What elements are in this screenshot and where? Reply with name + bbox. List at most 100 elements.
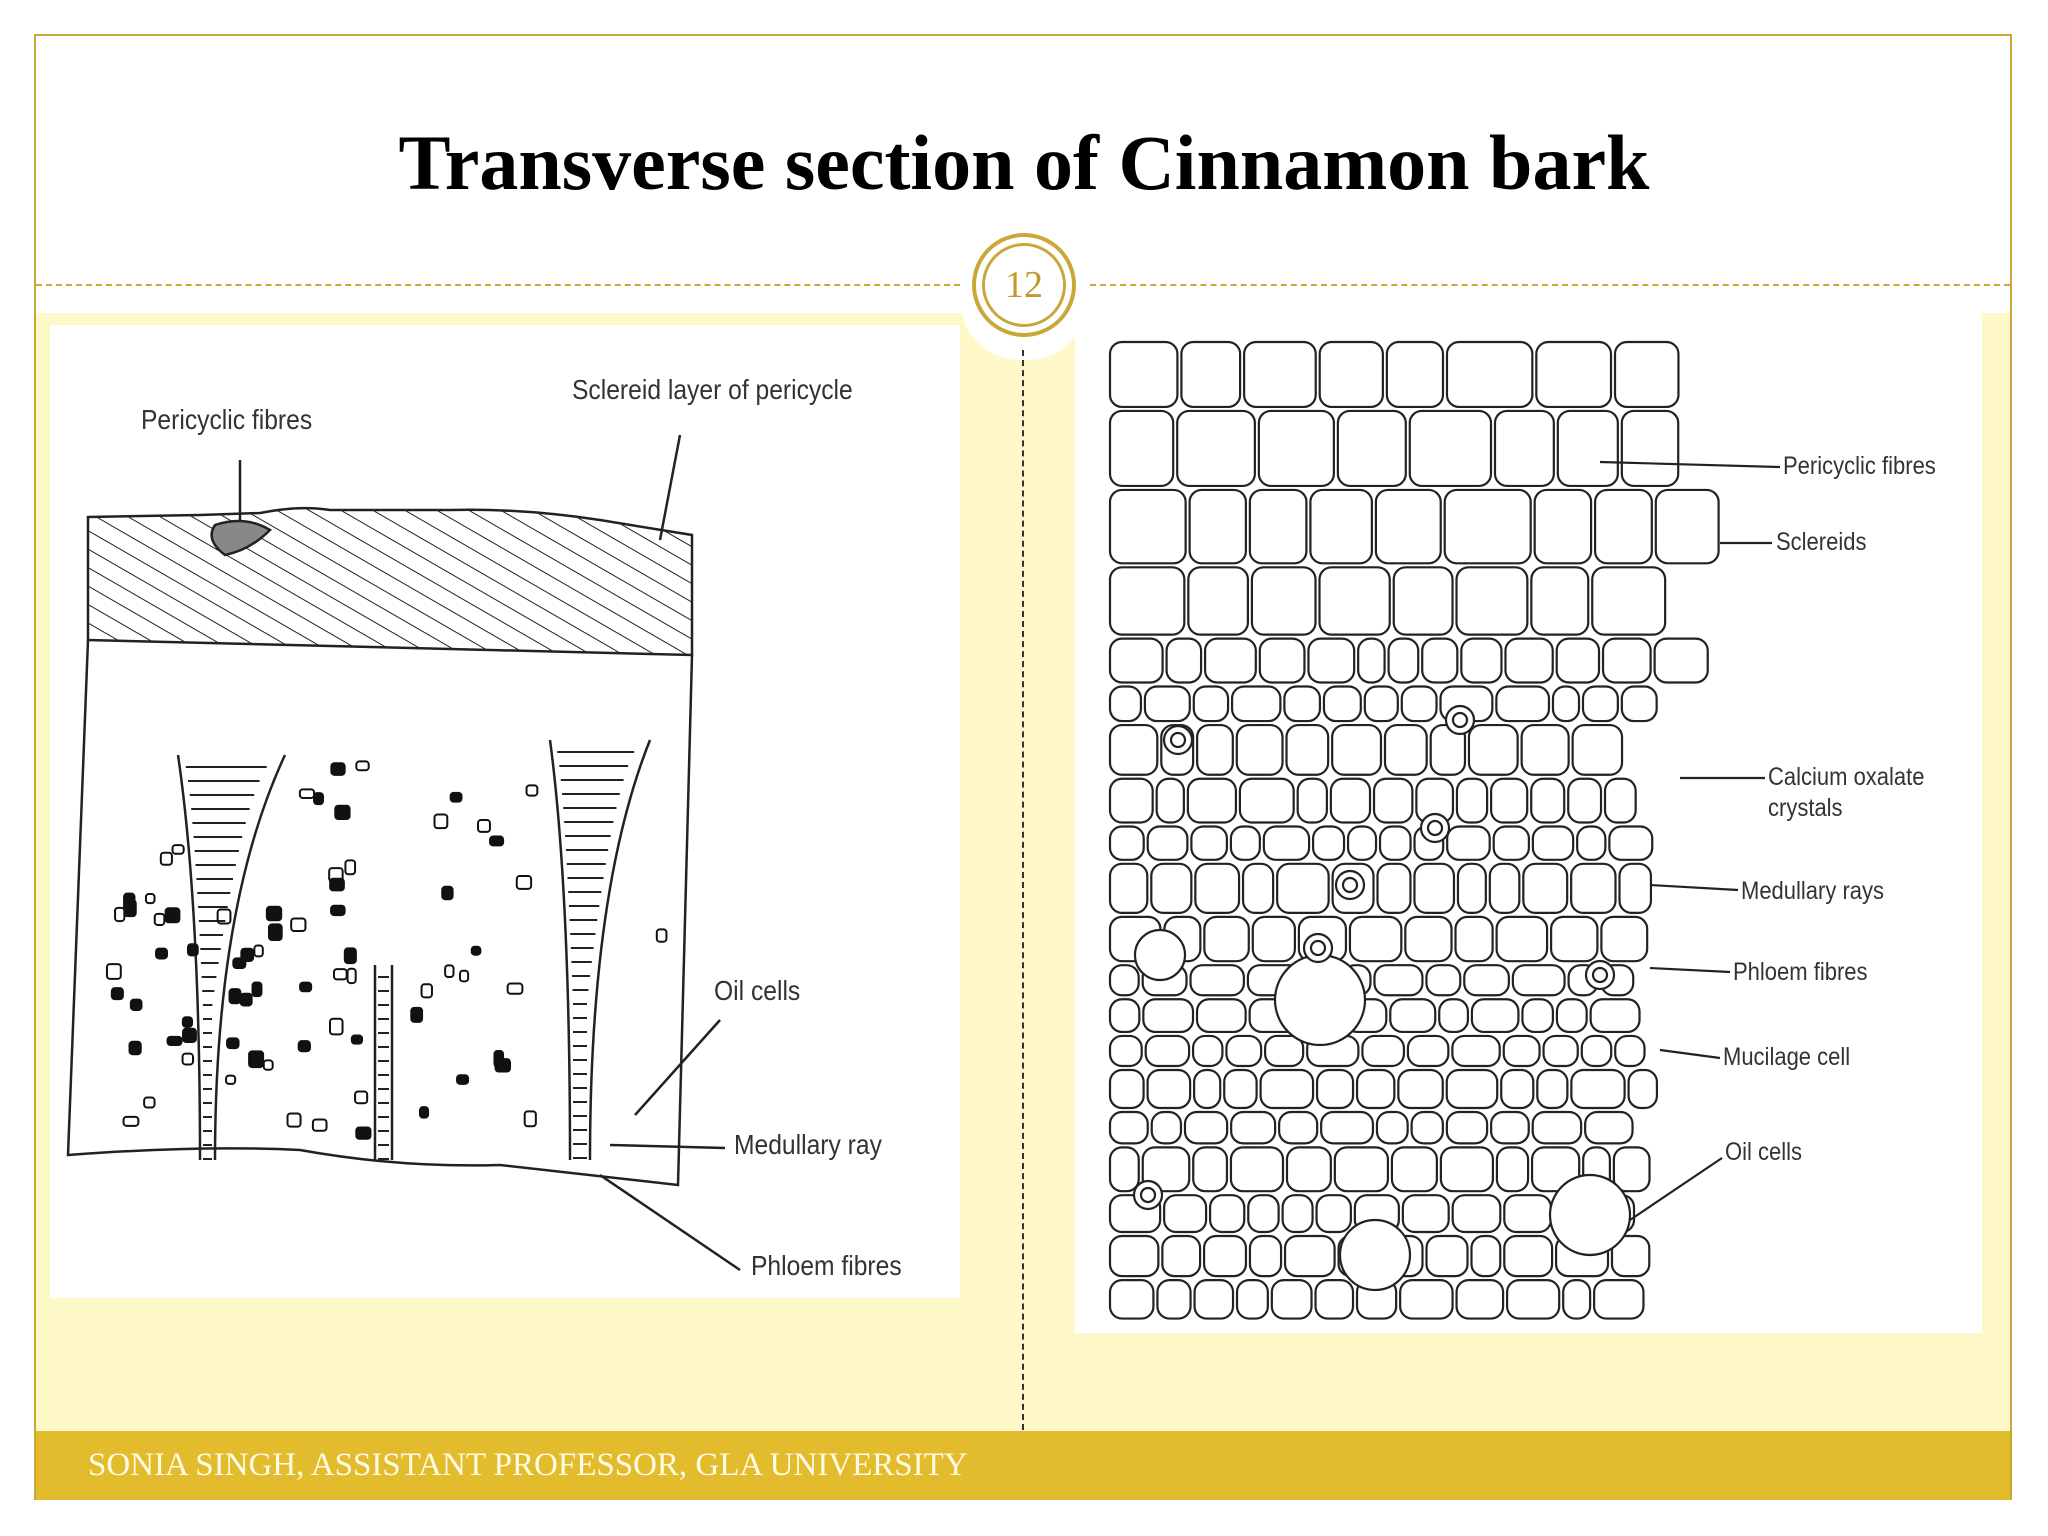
cell [1108,1110,1149,1145]
cell [1601,637,1652,684]
cell [1229,825,1261,861]
cell-dot [114,906,126,923]
cell [1264,1034,1305,1068]
page-number-badge: 12 [972,233,1076,337]
cell [1229,1146,1285,1193]
cell-dot [123,892,136,911]
cell [1108,1146,1140,1193]
cell [1581,685,1619,723]
cell-dot [265,905,283,922]
cell-dot [166,1035,183,1047]
cell [1520,723,1570,776]
cell [1241,862,1275,915]
cell [1108,825,1145,861]
cell-dot [181,1016,194,1028]
cell [1108,409,1175,488]
cell-dot [444,964,455,979]
cell [1141,1146,1191,1193]
cell [1460,637,1503,684]
cell-dot [248,1050,265,1069]
cell-dot [330,762,346,776]
cell-dot [354,1090,369,1105]
cell-dot [328,1017,344,1036]
cell-dot [344,859,357,876]
cell [1556,409,1619,488]
cell-dot [329,877,345,892]
cell-dot [290,917,307,933]
cell [1446,825,1491,861]
oil-cell-core [1139,1186,1157,1204]
cell [1108,1234,1160,1278]
cell [1247,1194,1280,1234]
cell [1203,915,1250,963]
cell [1571,723,1624,776]
cell [1570,1068,1626,1110]
cell-dot [159,851,173,866]
cell [1248,1234,1283,1278]
cell [1329,777,1372,824]
cell [1257,409,1335,488]
cell [1307,637,1356,684]
cell [1183,1110,1229,1145]
cell [1610,1234,1651,1278]
cell [1108,637,1164,684]
cell-dot [506,982,524,995]
cell [1438,998,1470,1034]
cell-dot [493,1050,505,1068]
medullary-ray [548,739,652,1161]
cell-dot [477,819,491,833]
cell [1108,488,1187,565]
cell-dot [299,981,313,993]
label-mucilage-cell: Mucilage cell [1723,1043,1851,1071]
cell-dot [144,893,156,905]
cell-dot [410,1006,424,1023]
cell [1455,1278,1505,1320]
cell [1278,1110,1319,1145]
cell [1600,915,1649,963]
cell-dot [346,967,357,985]
cell [1314,1278,1355,1320]
cell [1108,777,1154,824]
cell [1108,566,1186,636]
cell [1374,488,1442,565]
label-medullary-rays: Medullary rays [1741,877,1885,905]
cell [1373,964,1424,997]
medullary-ray [373,965,394,1160]
cell [1165,637,1203,684]
cell [1143,685,1191,723]
cell-dot [129,998,143,1011]
cell [1357,637,1386,684]
cell [1144,1034,1191,1068]
cell [1142,998,1195,1034]
cell [1584,1110,1634,1145]
page-number: 12 [982,243,1066,327]
cell [1108,685,1143,723]
cell [1320,1110,1375,1145]
label-oil-cells: Oil cells [714,975,801,1006]
cell [1296,777,1328,824]
cell [1506,1278,1561,1320]
cell [1521,998,1555,1034]
cell [1654,488,1720,565]
cell-dot [350,1034,364,1045]
cell-dot [164,907,181,924]
cell-dot [155,947,168,960]
cell [1192,1146,1229,1193]
cell-dot [251,981,263,998]
cell [1309,488,1373,565]
cell [1463,964,1510,997]
cell-dot [153,912,166,926]
cell [1108,723,1159,776]
cell [1536,1068,1569,1110]
cell-dot [298,788,316,799]
cell [1425,1234,1469,1278]
cell [1470,1234,1502,1278]
cell [1530,777,1566,824]
cell [1315,1194,1352,1234]
cell [1283,685,1322,723]
oil-cell-core [1591,966,1609,984]
cell [1333,1146,1390,1193]
oil-cell [1302,932,1334,964]
cell-dot [470,945,482,956]
oil-cell [1419,812,1451,844]
